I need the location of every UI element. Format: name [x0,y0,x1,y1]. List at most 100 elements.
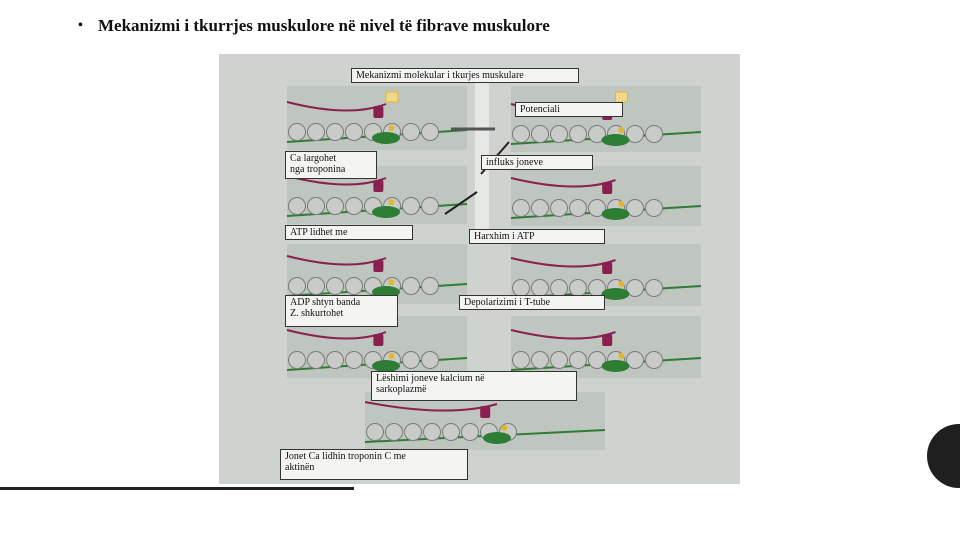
actin-bead [512,125,530,143]
actin-bead [288,351,306,369]
corner-decoration [927,424,960,488]
actin-bead [307,351,325,369]
actin-bead [645,125,663,143]
slide-title-text: Mekanizmi i tkurrjes muskulore në nivel … [98,16,550,35]
calcium-ion [501,425,508,431]
actin-bead [402,123,420,141]
flow-arrow [444,191,478,215]
actin-bead [345,351,363,369]
calcium-ion [618,281,625,287]
actin-bead [421,351,439,369]
muscle-contraction-figure: Mekanizmi molekular i tkurjes muskulare … [219,54,740,484]
myosin-head [602,262,613,274]
calcium-ion [388,125,395,131]
label-potenciali: Potenciali [515,102,623,117]
actin-bead [588,351,606,369]
actin-bead [588,199,606,217]
actin-bead [550,199,568,217]
actin-bead [512,279,530,297]
label-harxhim: Harxhim i ATP [469,229,605,244]
calcium-ion [618,127,625,133]
myosin-head [602,182,613,194]
actin-bead [345,123,363,141]
actin-bead [345,197,363,215]
actin-bead [531,279,549,297]
actin-bead [550,279,568,297]
actin-bead [588,125,606,143]
troponin-complex [372,360,400,372]
label-ca-largohet-line2: nga troponina [290,164,346,175]
actin-bead [461,423,479,441]
label-ca-largohet: Ca largohet nga troponina [285,151,377,179]
label-adp-line2: Z. shkurtohet [290,308,344,319]
actin-bead [569,351,587,369]
calcium-ion [388,279,395,285]
actin-bead [531,351,549,369]
actin-bead [288,197,306,215]
actin-bead [531,199,549,217]
actin-bead [512,199,530,217]
actin-bead [550,125,568,143]
myosin-head [373,334,384,346]
actin-bead [402,197,420,215]
myosin-head [373,260,384,272]
slide-title: • Mekanizmi i tkurrjes muskulore në nivel… [78,16,550,36]
actin-bead [626,199,644,217]
label-adp-line1: ADP shtyn banda [290,297,361,308]
actin-bead [326,123,344,141]
actin-bead [307,197,325,215]
actin-bead [512,351,530,369]
nerve-terminal [615,91,628,103]
troponin-complex [601,134,630,146]
label-depolarizimi: Depolarizimi i T-tube [459,295,605,310]
actin-bead [326,351,344,369]
actin-bead [645,279,663,297]
actin-bead [307,123,325,141]
bottom-divider [0,487,354,490]
calcium-ion [618,201,625,207]
nerve-terminal [385,91,399,103]
label-jonet-line2: aktinën [285,462,315,473]
actin-bead [423,423,441,441]
actin-bead [326,277,344,295]
actin-bead [531,125,549,143]
label-atp-lidhet: ATP lidhet me [285,225,413,240]
actin-bead [569,199,587,217]
actin-bead [402,351,420,369]
actin-bead [645,199,663,217]
troponin-complex [601,360,630,372]
actin-bead [626,125,644,143]
actin-bead [645,351,663,369]
actin-bead [366,423,384,441]
actin-bead [288,123,306,141]
troponin-complex [372,132,400,144]
myosin-head [602,334,613,346]
bullet-icon: • [78,18,83,33]
actin-bead [404,423,422,441]
figure-header-label: Mekanizmi molekular i tkurjes muskulare [351,68,579,83]
actin-bead [402,277,420,295]
myosin-head [373,180,384,192]
troponin-complex [372,206,400,218]
myosin-head [373,106,384,118]
calcium-ion [618,353,625,359]
label-jonet-line1: Jonet Ca lidhin troponin C me [285,451,406,462]
actin-bead [288,277,306,295]
myosin-head [480,406,491,418]
troponin-complex [601,208,630,220]
actin-bead [345,277,363,295]
actin-bead [385,423,403,441]
label-leshimi-line2: sarkoplazmë [376,384,427,395]
actin-bead [421,277,439,295]
actin-bead [307,277,325,295]
actin-bead [421,197,439,215]
actin-bead [569,125,587,143]
label-jonet: Jonet Ca lidhin troponin C me aktinën [280,449,468,480]
label-ca-largohet-line1: Ca largohet [290,153,337,164]
label-influks: influks joneve [481,155,593,170]
actin-bead [626,351,644,369]
troponin-complex [601,288,630,300]
calcium-ion [388,353,395,359]
label-adp: ADP shtyn banda Z. shkurtohet [285,295,398,327]
calcium-ion [388,199,395,205]
